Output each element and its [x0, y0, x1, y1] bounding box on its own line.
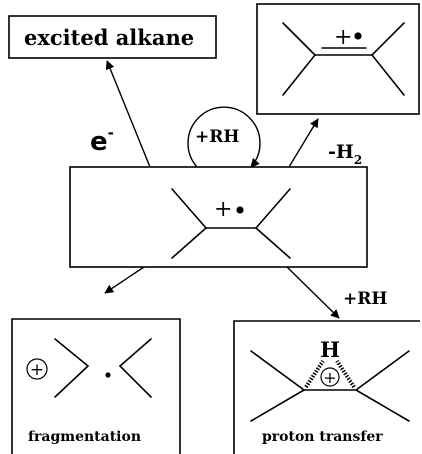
arrow-to-proton-transfer — [286, 266, 340, 319]
radical-dot — [354, 32, 362, 40]
hashed-bond-left — [304, 359, 325, 389]
cyclic-arrow — [187, 106, 261, 168]
hashed-bond-right — [335, 359, 356, 389]
radical-dot — [236, 206, 244, 214]
proton-transfer-box: H + proton transfer — [233, 320, 420, 454]
charge-plus-circle — [320, 367, 340, 387]
alkane-cation-box: + — [69, 166, 368, 268]
fragmentation-label: fragmentation — [28, 429, 141, 445]
electron-label: e- — [90, 124, 114, 157]
h-label: H — [320, 337, 340, 362]
alkene-cation-box: + — [256, 3, 420, 115]
arrow-to-excited-alkane — [105, 60, 151, 168]
arrow-to-fragmentation — [104, 266, 145, 294]
h2-label: -H2 — [328, 141, 362, 167]
plus-rh-top-label: +RH — [195, 127, 239, 147]
excited-alkane-box: excited alkane — [8, 15, 217, 59]
charge-plus-symbol: + — [323, 368, 336, 387]
charge-plus-symbol: + — [334, 25, 352, 50]
excited-alkane-label: excited alkane — [24, 25, 194, 50]
plus-rh-bottom-label: +RH — [343, 289, 387, 309]
charge-plus-symbol: + — [214, 197, 232, 222]
radical-dot — [105, 372, 111, 378]
arrow-to-alkene-cation — [288, 118, 319, 168]
charge-plus-symbol: + — [30, 360, 44, 380]
fragmentation-box: + fragmentation — [11, 318, 181, 454]
proton-transfer-label: proton transfer — [262, 429, 383, 445]
charge-plus-circle — [26, 358, 48, 380]
